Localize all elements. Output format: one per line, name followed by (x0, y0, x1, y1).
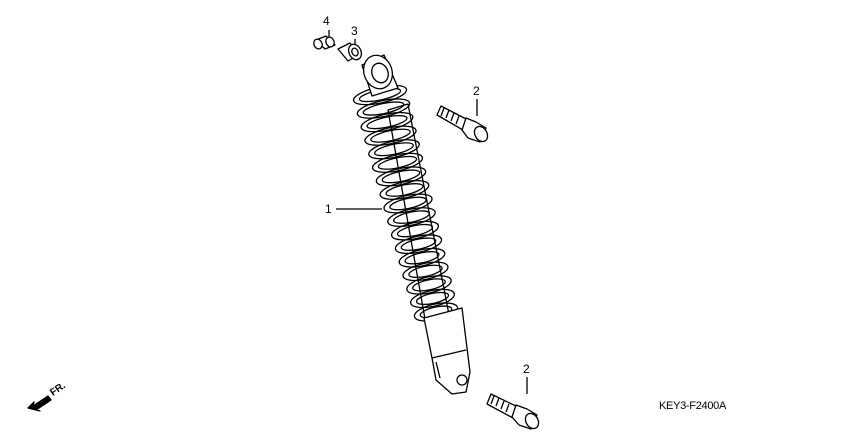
spring-coil (396, 223, 434, 238)
spring-coil (360, 111, 414, 133)
spring-coil (370, 128, 411, 143)
spring-coil (390, 220, 440, 241)
spring-coil (394, 234, 443, 255)
spring-coil (356, 98, 411, 119)
diagram-code: KEY3-F2400A (659, 400, 727, 412)
spring-coil (364, 125, 417, 146)
spring-coil (402, 261, 449, 282)
front-direction-arrow-icon (27, 395, 52, 412)
spring-coil (387, 207, 436, 228)
spring-coil (379, 179, 430, 200)
shock-top-eye (361, 54, 399, 97)
upper-bolt-part-2 (436, 105, 489, 143)
lower-bolt-part-2 (486, 393, 540, 430)
spring-coil (371, 152, 424, 173)
spring-coil (404, 251, 440, 265)
bushing-part-3 (337, 42, 363, 62)
spring-coil (385, 183, 424, 197)
spring-coil (389, 196, 427, 211)
spring-coil (415, 291, 450, 306)
spring-coil (377, 155, 418, 170)
spring-coil (381, 169, 421, 184)
spring-coil (383, 193, 433, 214)
callout-2-lower: 2 (523, 362, 530, 376)
spring-coil (406, 275, 452, 295)
spring-coils (352, 84, 459, 322)
spring-coil (362, 101, 405, 116)
spring-coil (368, 139, 420, 160)
spring-coil (400, 237, 437, 251)
callout-2-upper: 2 (473, 84, 480, 98)
spring-coil (412, 278, 446, 292)
collar-part-4 (313, 35, 336, 50)
spring-coil (366, 115, 408, 130)
spring-coil (374, 142, 414, 157)
spring-coil (393, 210, 430, 224)
shock-bottom-mount (423, 307, 471, 395)
spring-coil (408, 264, 443, 278)
spring-coil (375, 166, 427, 187)
callout-1: 1 (325, 202, 332, 216)
spring-coil (409, 288, 456, 309)
spring-coil (398, 247, 446, 268)
callout-4: 4 (323, 14, 330, 28)
callout-3: 3 (351, 24, 358, 38)
